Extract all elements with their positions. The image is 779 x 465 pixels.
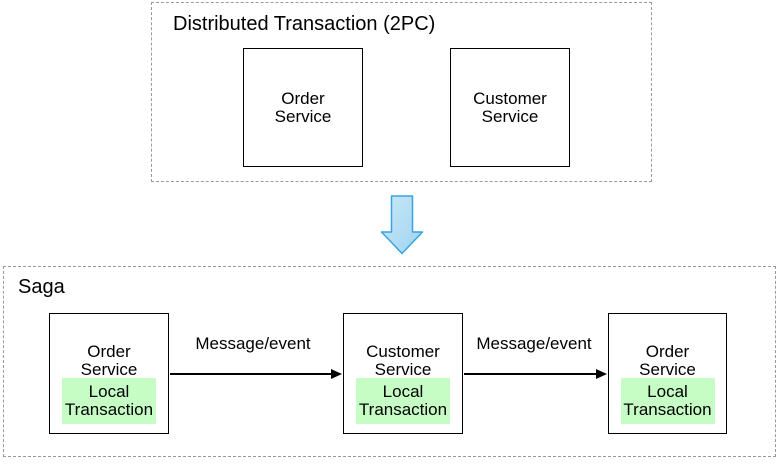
service-box-label: Order Service — [639, 342, 696, 379]
message-arrowhead-icon-1 — [331, 368, 342, 379]
saga-step-order-service-2: Order Service Local Transaction — [608, 313, 727, 434]
down-arrow-icon — [380, 195, 424, 255]
message-arrow-line-2 — [464, 373, 598, 375]
message-arrow-line-1 — [170, 373, 334, 375]
service-box-customer-2pc: Customer Service — [450, 48, 570, 167]
service-box-order-2pc: Order Service — [243, 48, 363, 167]
message-arrowhead-icon-2 — [596, 368, 607, 379]
service-box-label: Order Service — [274, 88, 332, 126]
message-event-label-1: Message/event — [195, 334, 311, 353]
local-transaction-box: Local Transaction — [62, 378, 156, 424]
saga-step-customer-service: Customer Service Local Transaction — [343, 313, 463, 434]
two-pc-group: Distributed Transaction (2PC) Order Serv… — [151, 2, 652, 182]
local-transaction-box: Local Transaction — [620, 378, 715, 424]
service-box-label: Order Service — [80, 342, 138, 379]
local-transaction-box: Local Transaction — [356, 378, 450, 424]
service-box-label: Customer Service — [473, 88, 547, 126]
service-box-label: Customer Service — [366, 342, 440, 379]
saga-group: Saga Order Service Local Transaction Cus… — [3, 266, 776, 457]
message-event-label-2: Message/event — [476, 334, 592, 353]
saga-step-order-service-1: Order Service Local Transaction — [49, 313, 169, 434]
saga-group-title: Saga — [18, 276, 65, 298]
two-pc-group-title: Distributed Transaction (2PC) — [173, 13, 436, 35]
